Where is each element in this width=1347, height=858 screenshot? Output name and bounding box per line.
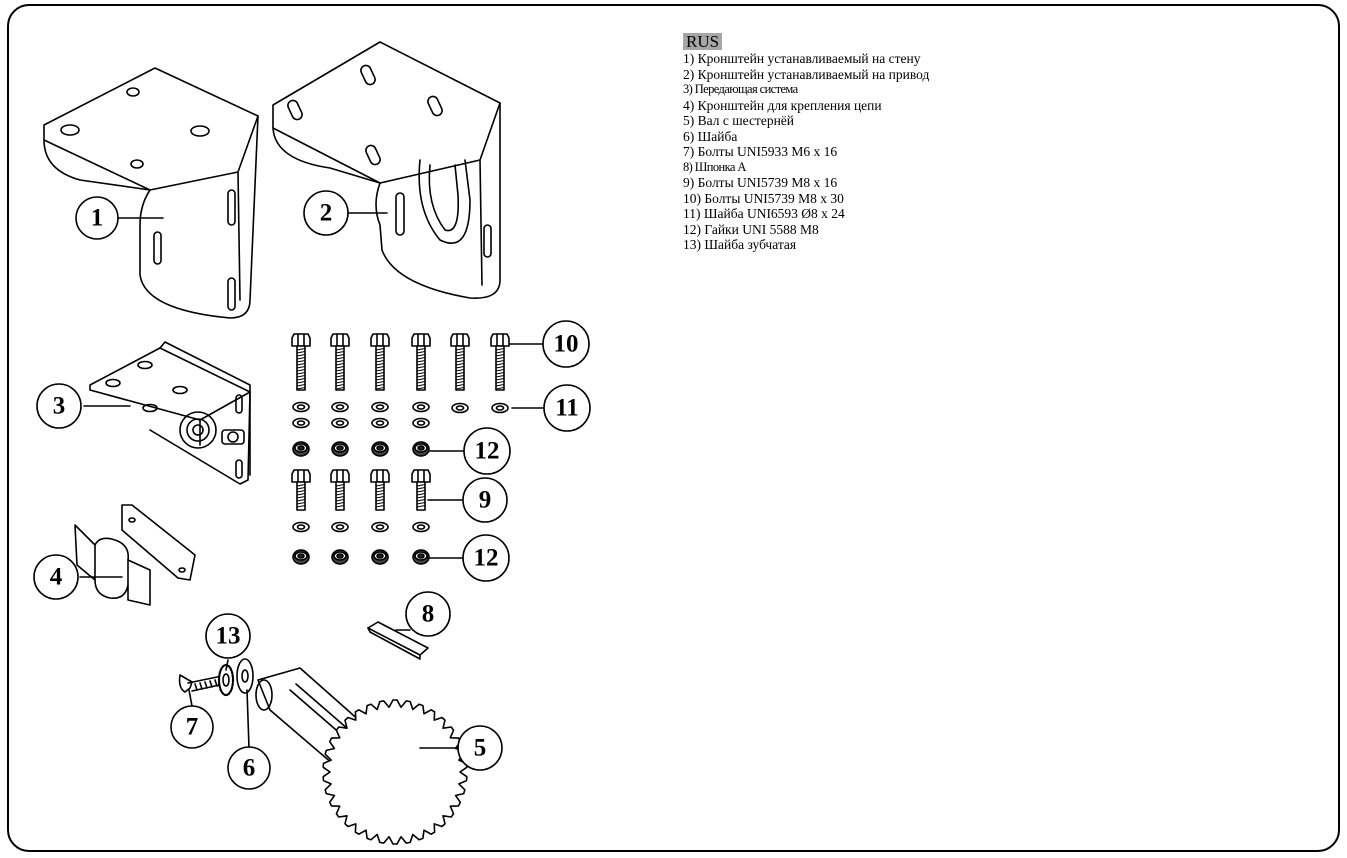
svg-text:8: 8 bbox=[422, 601, 435, 628]
legend-item: 2) Кронштейн устанавливаемый на привод bbox=[683, 66, 930, 82]
washer bbox=[331, 401, 349, 413]
nut bbox=[331, 441, 349, 457]
callout-7: 7 bbox=[170, 705, 214, 749]
callout-12-nuts-lower: 12 bbox=[462, 534, 510, 582]
nut bbox=[412, 549, 430, 565]
washer bbox=[331, 521, 349, 533]
language-label: RUS bbox=[683, 33, 723, 50]
svg-text:12: 12 bbox=[475, 438, 500, 465]
nut bbox=[331, 549, 349, 565]
legend-item: 5) Вал с шестернёй bbox=[683, 113, 795, 128]
legend-item: 13) Шайба зубчатая bbox=[683, 237, 797, 252]
callout-2: 2 bbox=[303, 190, 349, 236]
svg-text:6: 6 bbox=[243, 755, 256, 782]
short-bolt bbox=[291, 469, 311, 511]
long-bolt bbox=[370, 333, 390, 391]
callout-6: 6 bbox=[227, 746, 271, 790]
legend-item: 3) Передающая система bbox=[683, 82, 798, 96]
legend-item: 4) Кронштейн для крепления цепи bbox=[683, 97, 882, 113]
washer bbox=[292, 417, 310, 429]
legend-item: 8) Шпонка A bbox=[683, 159, 746, 174]
svg-text:7: 7 bbox=[186, 714, 199, 741]
long-bolt bbox=[411, 333, 431, 391]
key-part bbox=[367, 621, 429, 660]
washer bbox=[331, 417, 349, 429]
callout-13: 13 bbox=[205, 613, 251, 659]
callout-12-nuts-upper: 12 bbox=[463, 427, 511, 475]
svg-text:11: 11 bbox=[555, 395, 579, 422]
washer bbox=[412, 417, 430, 429]
svg-text:9: 9 bbox=[479, 487, 492, 514]
parts-legend: RUS 1) Кронштейн устанавливаемый на стен… bbox=[683, 33, 929, 253]
svg-text:5: 5 bbox=[474, 735, 487, 762]
long-bolt bbox=[291, 333, 311, 391]
svg-text:13: 13 bbox=[216, 623, 241, 650]
wall-bracket-part bbox=[43, 67, 259, 319]
nut bbox=[371, 549, 389, 565]
callout-leaders bbox=[79, 212, 545, 749]
svg-text:12: 12 bbox=[474, 545, 499, 572]
svg-text:4: 4 bbox=[50, 564, 63, 591]
svg-text:10: 10 bbox=[554, 331, 579, 358]
washer bbox=[292, 521, 310, 533]
nut bbox=[292, 549, 310, 565]
toothed-washer-part bbox=[217, 663, 235, 697]
long-bolt bbox=[330, 333, 350, 391]
legend-item: 9) Болты UNI5739 M8 x 16 bbox=[683, 175, 838, 190]
short-bolt bbox=[330, 469, 350, 511]
svg-text:2: 2 bbox=[320, 200, 333, 227]
washer-part bbox=[236, 658, 254, 694]
legend-item: 1) Кронштейн устанавливаемый на стену bbox=[683, 51, 921, 66]
callout-9: 9 bbox=[462, 477, 508, 523]
washer bbox=[371, 401, 389, 413]
washer bbox=[292, 401, 310, 413]
legend-item: 10) Болты UNI5739 M8 x 30 bbox=[683, 190, 844, 206]
callout-1: 1 bbox=[75, 196, 119, 240]
shaft-with-gear-part bbox=[255, 667, 468, 845]
washer bbox=[371, 521, 389, 533]
washer bbox=[491, 402, 509, 414]
washer bbox=[371, 417, 389, 429]
transmission-system-part bbox=[89, 341, 251, 485]
chain-bracket-part bbox=[74, 504, 196, 606]
washer bbox=[412, 521, 430, 533]
legend-item: 12) Гайки UNI 5588 M8 bbox=[683, 221, 819, 237]
callout-10: 10 bbox=[542, 320, 590, 368]
short-bolt bbox=[411, 469, 431, 511]
diagram-frame bbox=[7, 4, 1340, 852]
long-bolt bbox=[490, 333, 510, 391]
callout-8: 8 bbox=[405, 591, 451, 637]
fasteners-group bbox=[291, 333, 510, 565]
flat-head-screw-part bbox=[178, 674, 225, 693]
legend-item: 6) Шайба bbox=[683, 128, 738, 144]
legend-item: 7) Болты UNI5933 M6 x 16 bbox=[683, 144, 838, 159]
callout-3: 3 bbox=[36, 383, 82, 429]
nut bbox=[412, 441, 430, 457]
nut bbox=[371, 441, 389, 457]
nut bbox=[292, 441, 310, 457]
callout-11: 11 bbox=[543, 384, 591, 432]
legend-item: 11) Шайба UNI6593 Ø8 x 24 bbox=[683, 206, 845, 221]
motor-bracket-part bbox=[272, 41, 501, 299]
washer bbox=[412, 401, 430, 413]
long-bolt bbox=[450, 333, 470, 391]
svg-text:3: 3 bbox=[53, 393, 66, 420]
short-bolt bbox=[370, 469, 390, 511]
callout-4: 4 bbox=[33, 554, 79, 600]
gear-teeth-outline bbox=[322, 699, 468, 845]
callout-5: 5 bbox=[457, 725, 503, 771]
svg-text:1: 1 bbox=[91, 205, 104, 232]
washer bbox=[451, 402, 469, 414]
